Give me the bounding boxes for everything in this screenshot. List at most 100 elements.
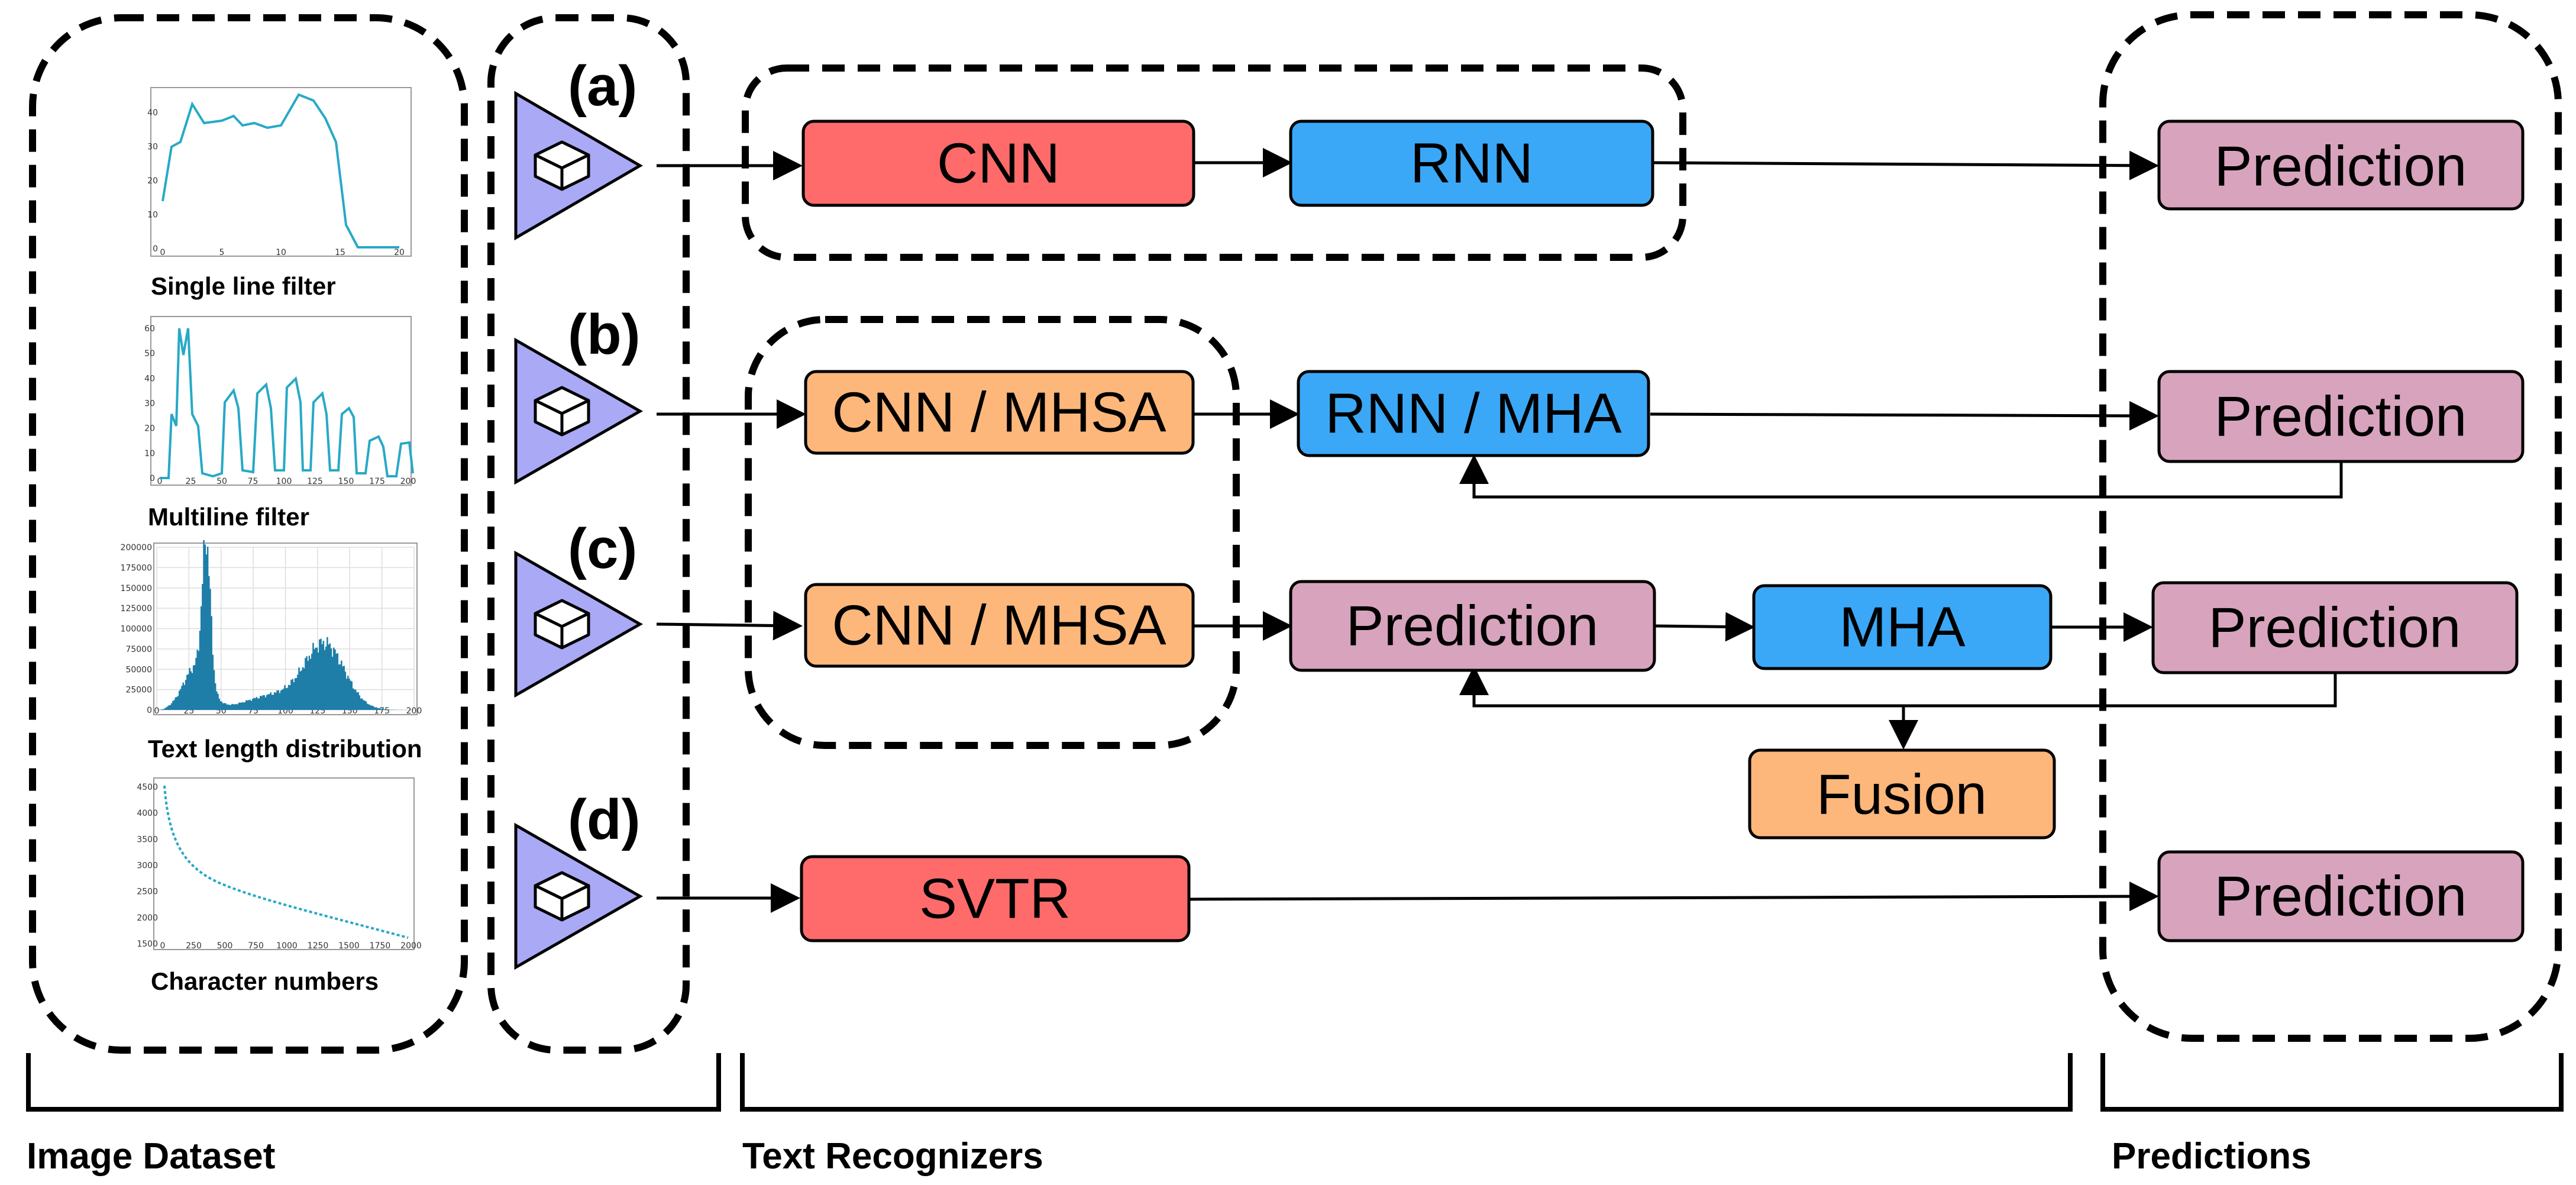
node-b-prediction: Prediction	[2157, 370, 2525, 463]
plot-bar	[306, 656, 308, 710]
plot-bar	[194, 665, 196, 710]
plot-bar	[357, 692, 359, 710]
plot-bar	[302, 667, 304, 710]
dataset-bracket	[26, 1053, 721, 1112]
plot-bar	[374, 707, 376, 710]
plot-ytick-label: 150000	[121, 584, 152, 593]
plot-bar	[163, 709, 165, 710]
node-label: Prediction	[2215, 865, 2467, 928]
plot-bar	[262, 695, 264, 710]
node-label: RNN / MHA	[1325, 382, 1621, 445]
node-label: Fusion	[1817, 763, 1987, 826]
node-c-cnn-mhsa: CNN / MHSA	[804, 583, 1195, 668]
plot-ytick-label: 125000	[121, 604, 152, 614]
plot-xtick-label: 500	[217, 941, 233, 951]
plot-bar	[232, 704, 234, 710]
plot-bar	[337, 653, 339, 710]
plot-frame	[150, 87, 412, 257]
plot-bar	[277, 690, 280, 710]
plot-bar	[196, 650, 198, 710]
plot-bar	[290, 680, 292, 710]
plot-xtick-label: 10	[276, 248, 286, 257]
plot-bar	[350, 680, 351, 710]
arrow-d-svtr-pred	[1188, 882, 2159, 912]
plot-line	[161, 93, 399, 248]
plot-ytick-label: 50000	[125, 665, 152, 674]
variant-tag: (a)	[568, 54, 637, 118]
arrow-c-pred1-mha	[1654, 612, 1755, 642]
plot-bar	[369, 705, 371, 710]
plot-bar	[225, 703, 227, 710]
node-label: Prediction	[2209, 596, 2461, 660]
plot-xtick-label: 250	[186, 941, 202, 951]
plot-bar	[270, 692, 272, 710]
plot-bar	[342, 666, 344, 710]
plot-ytick-label: 2500	[137, 887, 158, 897]
plot-bar	[353, 689, 355, 710]
plot-ytick-label: 30	[147, 143, 158, 152]
plot-bar	[347, 676, 349, 710]
plot-bar	[354, 689, 357, 710]
plot-bar	[186, 674, 188, 710]
plot-xtick-label: 750	[248, 941, 264, 951]
plot-bar	[365, 701, 367, 710]
plot-bar	[319, 639, 321, 710]
plot-bar	[348, 678, 350, 710]
plot-bar	[206, 547, 209, 710]
plot-caption: Text length distribution	[148, 735, 422, 763]
plot-bar	[360, 698, 362, 710]
plot-bar	[168, 705, 170, 710]
plot-bar	[331, 657, 334, 710]
node-a-rnn: RNN	[1289, 120, 1654, 207]
plot-bar	[198, 651, 200, 710]
plot-bar	[240, 702, 242, 710]
plot-bar	[173, 700, 175, 710]
plot-bar	[273, 692, 276, 710]
plot-bar	[170, 703, 173, 710]
plot-xtick-label: 5	[219, 248, 225, 257]
plot-bar	[345, 679, 348, 710]
plot-bar	[208, 576, 210, 710]
plot-bar	[214, 683, 216, 710]
plot-bar	[276, 690, 278, 710]
plot-bar	[285, 688, 287, 710]
encoder-b: (b)	[514, 303, 644, 485]
plot-bar	[308, 656, 311, 710]
plot-bar	[177, 696, 179, 710]
plot-ytick-label: 1500	[137, 939, 158, 949]
plot-bar	[238, 703, 240, 710]
plot-ytick-label: 50	[144, 349, 155, 359]
plot-ytick-label: 20	[147, 176, 158, 186]
node-label: RNN	[1410, 132, 1533, 195]
plot-ytick-label: 0	[147, 706, 152, 715]
plot-bar	[298, 667, 300, 710]
plot-bar	[364, 700, 366, 710]
plot-bar	[299, 671, 301, 710]
plot-ytick-label: 40	[144, 374, 155, 383]
plot-bar	[217, 693, 219, 710]
plot-xtick-label: 150	[338, 477, 354, 486]
plot-bar	[383, 709, 385, 710]
plot-bar	[386, 709, 387, 710]
plot-bar	[219, 701, 222, 710]
plot-bar	[284, 685, 286, 710]
plot-ytick-label: 4000	[137, 809, 158, 818]
node-label: Prediction	[1346, 595, 1599, 658]
plot-bar	[228, 705, 231, 710]
cube-icon	[534, 599, 590, 650]
plot-bar	[248, 700, 250, 710]
plot-xtick-label: 175	[369, 477, 385, 486]
plot-xtick-label: 20	[394, 248, 405, 257]
group-bc-box	[745, 316, 1240, 749]
plot-caption: Multiline filter	[148, 503, 309, 531]
plot-bar	[190, 671, 192, 710]
plot-bar	[286, 687, 289, 710]
plot-bar	[283, 689, 285, 710]
plot-bar	[183, 684, 186, 710]
plot-bar	[202, 584, 203, 710]
plot-ytick-label: 10	[144, 449, 155, 458]
plot-bar	[343, 666, 345, 710]
